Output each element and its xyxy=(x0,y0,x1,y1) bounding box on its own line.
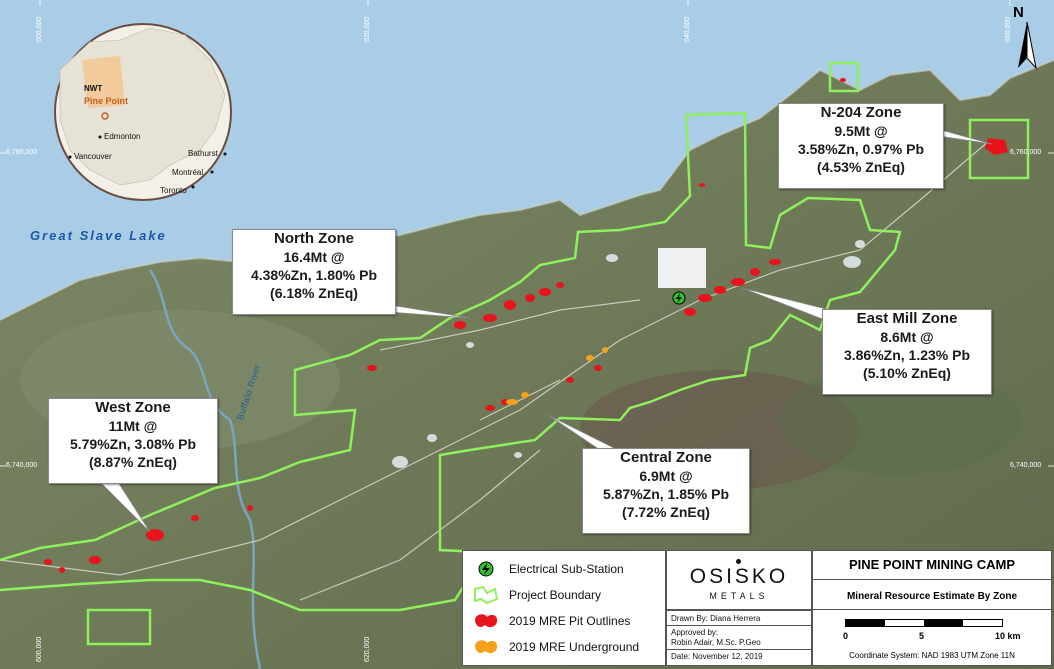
zone-tonnage: 9.5Mt @ xyxy=(834,123,888,139)
title-block: PINE POINT MINING CAMP Mineral Resource … xyxy=(812,550,1052,666)
info-box: Drawn By: Diana Herrera Approved by: Rob… xyxy=(666,610,812,666)
map-date: Date: November 12, 2019 xyxy=(671,652,763,661)
project-boundary xyxy=(0,111,902,612)
approved-label: Approved by: xyxy=(671,628,719,637)
logo-dot-icon xyxy=(736,559,741,564)
grid-ticks xyxy=(0,0,1054,467)
scale-bar xyxy=(845,619,1003,627)
callout-west-zone[interactable]: West Zone 11Mt @ 5.79%Zn, 3.08% Pb (8.87… xyxy=(48,398,218,484)
legend-label: Electrical Sub-Station xyxy=(509,562,624,576)
inset-label-vancouver: Vancouver xyxy=(74,152,112,161)
zone-zneq: (7.72% ZnEq) xyxy=(622,504,710,520)
inset-map xyxy=(54,23,232,201)
legend-item-underground: 2019 MRE Underground xyxy=(463,635,663,659)
zone-tonnage: 16.4Mt @ xyxy=(283,249,345,265)
zone-zneq: (4.53% ZnEq) xyxy=(817,159,905,175)
scale-label-10: 10 km xyxy=(995,631,1021,641)
coord-label: 620,000 xyxy=(364,636,371,662)
approved-name: Robin Adair, M.Sc. P.Geo xyxy=(671,638,761,647)
scale-label-5: 5 xyxy=(919,631,925,641)
zone-zneq: (6.18% ZnEq) xyxy=(270,285,358,301)
shoreline xyxy=(0,59,1054,321)
legend-label: 2019 MRE Underground xyxy=(509,640,640,654)
callout-n204-zone[interactable]: N-204 Zone 9.5Mt @ 3.58%Zn, 0.97% Pb (4.… xyxy=(778,103,944,189)
zone-tonnage: 8.6Mt @ xyxy=(880,329,934,345)
coord-label: 6,760,000 xyxy=(1010,149,1042,156)
zone-title: East Mill Zone xyxy=(856,310,958,327)
divider xyxy=(813,579,1051,580)
underground-swatch-icon xyxy=(475,640,498,654)
zone-grade: 3.86%Zn, 1.23% Pb xyxy=(843,347,971,363)
zone-title: West Zone xyxy=(95,399,171,416)
zone-zneq: (5.10% ZnEq) xyxy=(863,365,951,381)
project-boundary-south-block xyxy=(86,608,152,646)
underground-outlines xyxy=(506,347,608,405)
north-arrow-icon xyxy=(1018,21,1037,70)
coord-label: 600,000 xyxy=(36,636,43,662)
zone-title: N-204 Zone xyxy=(820,104,902,121)
divider xyxy=(667,625,811,626)
pit-outlines xyxy=(44,78,1008,573)
zone-grade: 4.38%Zn, 1.80% Pb xyxy=(250,267,378,283)
coord-label: 660,000 xyxy=(1005,16,1012,42)
legend-item-boundary: Project Boundary xyxy=(463,583,663,607)
coord-label: 620,000 xyxy=(364,16,371,42)
zone-grade: 3.58%Zn, 0.97% Pb xyxy=(797,141,925,157)
tailings xyxy=(392,240,865,468)
callout-central-zone[interactable]: Central Zone 6.9Mt @ 5.87%Zn, 1.85% Pb (… xyxy=(582,448,750,534)
legend-item-substation: Electrical Sub-Station xyxy=(463,557,663,581)
inset-label-pine-point: Pine Point xyxy=(84,96,129,106)
logo-text: OSISKO xyxy=(689,565,789,588)
zone-grade: 5.87%Zn, 1.85% Pb xyxy=(602,486,730,502)
divider xyxy=(813,609,1051,610)
scale-label-0: 0 xyxy=(843,631,849,641)
callout-east-mill-zone[interactable]: East Mill Zone 8.6Mt @ 3.86%Zn, 1.23% Pb… xyxy=(822,309,992,395)
inset-label-nwt: NWT xyxy=(84,84,103,93)
inset-label-toronto: Toronto xyxy=(160,186,187,195)
legend: Electrical Sub-Station Project Boundary … xyxy=(462,550,666,666)
callout-north-zone[interactable]: North Zone 16.4Mt @ 4.38%Zn, 1.80% Pb (6… xyxy=(232,229,396,315)
drawn-by: Drawn By: Diana Herrera xyxy=(671,614,761,623)
inset-label-edmonton: Edmonton xyxy=(104,132,141,141)
legend-label: Project Boundary xyxy=(509,588,602,602)
map-title: PINE POINT MINING CAMP xyxy=(848,557,1016,572)
logo-subtext: METALS xyxy=(709,591,769,601)
substation-icon xyxy=(478,561,494,577)
zone-grade: 5.79%Zn, 3.08% Pb xyxy=(69,436,197,452)
divider xyxy=(667,649,811,650)
zone-title: Central Zone xyxy=(620,449,712,466)
coord-label: 6,740,000 xyxy=(6,462,38,469)
buffalo-river xyxy=(148,269,262,669)
project-boundary-n204 xyxy=(968,118,1030,180)
inset-label-montreal: Montréal xyxy=(172,168,204,177)
zone-title: North Zone xyxy=(274,230,354,247)
coordinate-system: Coordinate System: NAD 1983 UTM Zone 11N xyxy=(849,651,1015,660)
zone-zneq: (8.87% ZnEq) xyxy=(89,454,177,470)
coord-label: 6,760,000 xyxy=(6,149,38,156)
boundary-swatch-icon xyxy=(474,585,499,605)
zone-tonnage: 11Mt @ xyxy=(108,418,158,434)
legend-label: 2019 MRE Pit Outlines xyxy=(509,614,631,628)
inset-label-bathurst: Bathurst xyxy=(188,149,218,158)
pit-swatch-icon xyxy=(475,614,498,628)
logo-box: OSISKO METALS xyxy=(666,550,812,610)
coord-label: 640,000 xyxy=(684,16,691,42)
coord-label: 6,740,000 xyxy=(1010,462,1042,469)
north-label: N xyxy=(1013,4,1024,21)
lake-label: Great Slave Lake xyxy=(30,228,167,243)
zone-tonnage: 6.9Mt @ xyxy=(639,468,693,484)
substation-marker xyxy=(672,291,686,305)
coord-label: 600,000 xyxy=(36,16,43,42)
map-subtitle: Mineral Resource Estimate By Zone xyxy=(846,591,1018,602)
mill-site xyxy=(658,248,706,288)
legend-item-pit: 2019 MRE Pit Outlines xyxy=(463,609,663,633)
project-boundary-north-block xyxy=(828,61,860,93)
